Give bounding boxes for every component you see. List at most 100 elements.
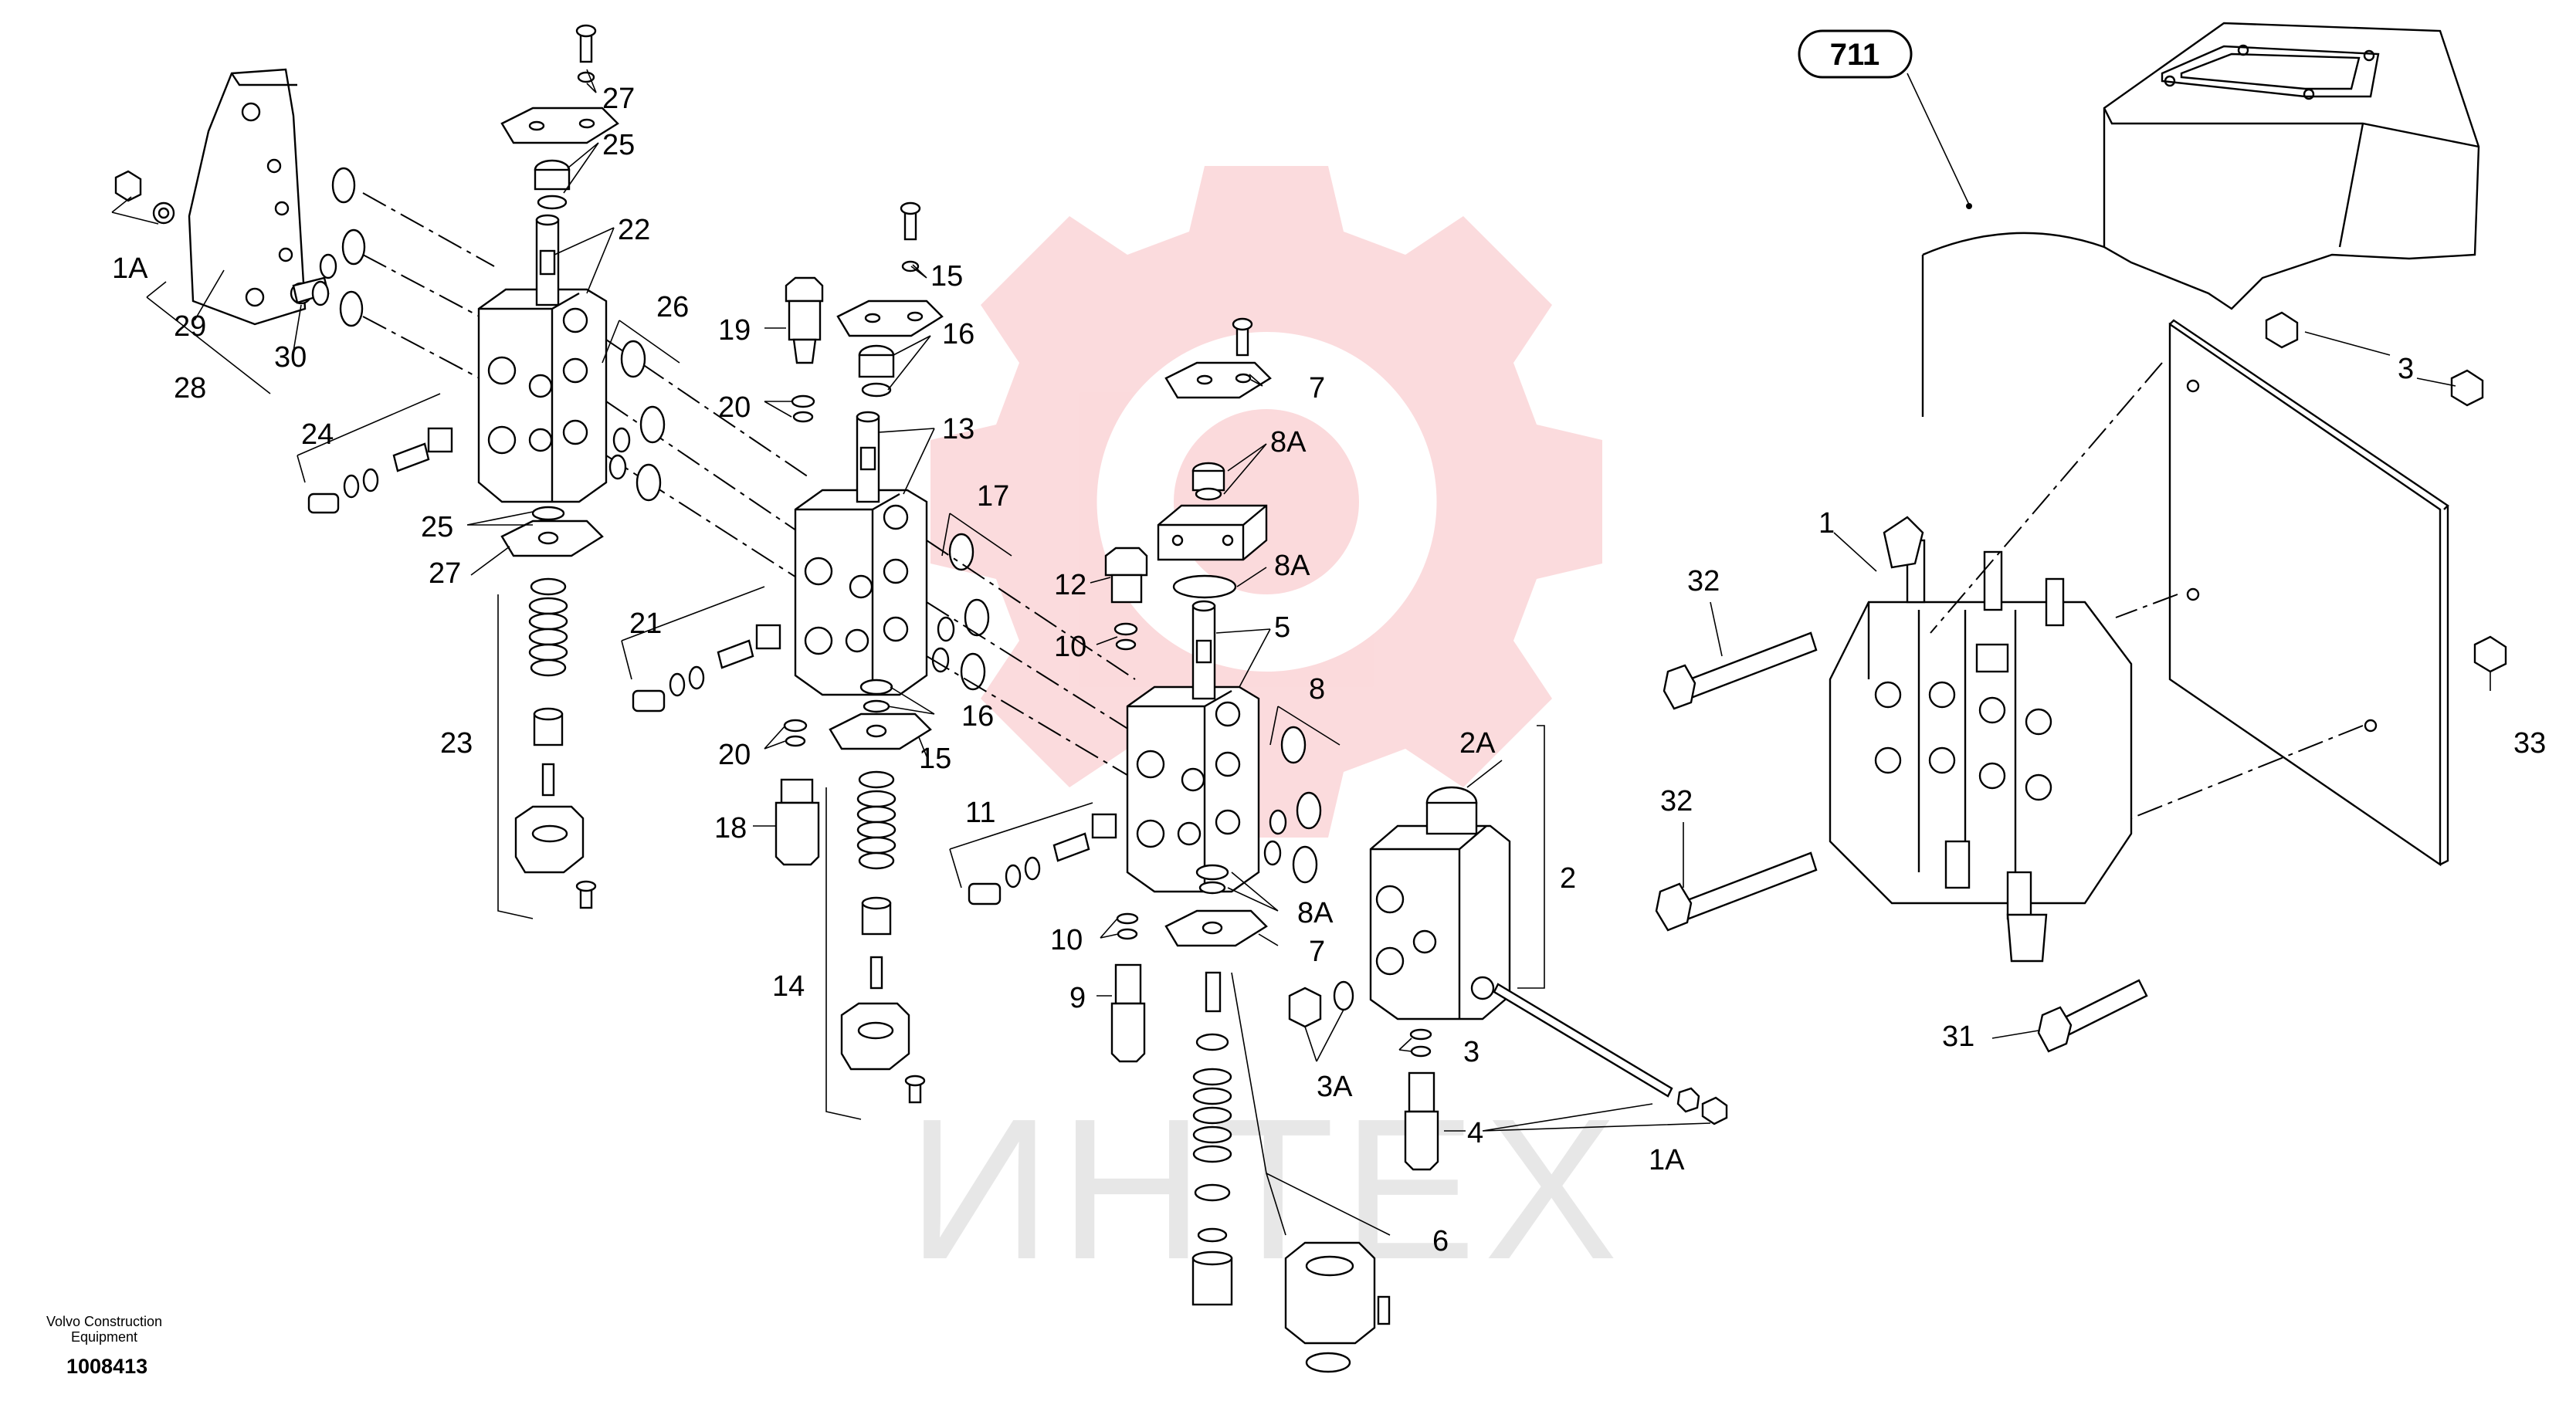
bolts-31-32 [1655,631,2148,1053]
label-25-bottom: 25 [421,511,453,543]
seal-8A-top [1191,462,1225,501]
label-8A-top: 8A [1270,426,1307,459]
flange-plate-15-top [836,300,944,337]
plug-assembly-11 [968,813,1117,905]
document-number: 1008413 [66,1355,148,1378]
o-rings-26 [608,340,666,502]
label-15-bottom: 15 [919,743,951,775]
label-3-right: 3 [2398,353,2414,385]
detent-block-8A [1157,504,1268,561]
callout-711-text: 711 [1830,38,1880,72]
housing-711 [1921,22,2480,417]
label-27-top: 27 [602,83,635,115]
relief-valve-18 [774,719,820,866]
plug-assembly-21 [632,624,781,712]
spool-5 [1191,600,1216,700]
label-19: 19 [718,314,751,347]
label-3-mid: 3 [1463,1036,1480,1068]
label-1A-left: 1A [112,252,148,285]
label-2: 2 [1560,862,1576,895]
label-30: 30 [274,341,307,374]
label-7-top: 7 [1309,372,1325,404]
label-8A-bottom: 8A [1297,897,1334,929]
spool-22 [535,214,560,306]
seal-25-top [534,159,571,210]
label-14: 14 [772,970,805,1003]
label-24: 24 [301,418,334,451]
label-31: 31 [1942,1020,1974,1053]
label-23: 23 [440,727,473,760]
spring-assembly-14 [840,770,926,1104]
label-12: 12 [1054,569,1086,601]
end-cover-2A [1369,786,1511,1020]
o-rings-8 [1263,726,1322,884]
cap-screw-27-top [575,24,597,83]
tie-rod-1A [1493,983,1728,1125]
label-32-bottom: 32 [1660,785,1693,817]
label-32-top: 32 [1687,565,1720,597]
label-22: 22 [618,214,650,246]
label-29: 29 [174,310,206,343]
label-28: 28 [174,372,206,404]
watermark-gear-logo [930,166,1602,838]
label-13: 13 [942,413,974,445]
brand-caption: Volvo Construction Equipment [23,1314,185,1345]
spool-13 [856,411,880,503]
label-16-top: 16 [942,318,974,350]
label-27-bottom: 27 [429,557,461,590]
part-labels: 27 25 22 1A 29 28 30 26 24 25 27 23 19 2… [112,83,2546,1257]
label-18: 18 [714,812,747,844]
callout-711-box [1798,29,1913,79]
label-10-top: 10 [1054,631,1086,663]
plug-3A [1288,980,1354,1028]
flange-plate-15-bottom [829,679,932,750]
watermark-text: ИНТЕХ [907,1078,1625,1301]
flange-plate-7-bottom [1164,864,1268,947]
spring-assembly-23 [514,577,597,909]
valve-4 [1404,1028,1439,1171]
label-25-top: 25 [602,129,635,161]
label-17: 17 [977,480,1009,513]
seal-16-top [858,344,895,398]
label-21: 21 [629,608,662,640]
label-9: 9 [1069,982,1086,1014]
valve-section-22 [477,288,608,503]
label-7-bottom: 7 [1309,936,1325,968]
label-10-bottom: 10 [1050,924,1083,956]
label-33: 33 [2513,727,2546,760]
leader-lines [111,69,2491,1236]
valve-section-13 [794,489,928,696]
brand-line-2: Equipment [70,1329,138,1345]
flange-plate-7-top [1164,361,1272,399]
nuts-3-33 [2265,311,2507,673]
label-8: 8 [1309,673,1325,706]
mounting-bracket-29 [188,68,307,326]
label-1: 1 [1818,507,1835,540]
valve-section-5 [1126,685,1260,893]
label-4: 4 [1467,1117,1483,1149]
label-8A-mid: 8A [1274,550,1310,582]
nut-1A-left [114,170,175,225]
label-16-bottom: 16 [961,700,994,733]
plug-assembly-24 [307,427,453,514]
cap-screw-15-top [900,201,921,272]
o-rings-bracket [311,167,366,327]
label-5: 5 [1274,611,1290,644]
label-11: 11 [965,797,995,829]
label-1A-right: 1A [1649,1144,1685,1176]
flange-plate-27-bottom [500,520,604,557]
valve-9 [1110,912,1146,1063]
label-20-top: 20 [718,391,751,424]
label-15-top: 15 [930,260,963,293]
relief-valve-19 [785,276,824,423]
spring-assembly-6 [1191,971,1391,1373]
label-6: 6 [1432,1225,1449,1257]
plug-12 [1104,547,1148,651]
label-2A: 2A [1459,727,1496,760]
label-20-bottom: 20 [718,739,751,771]
flange-plate-27-top [500,107,619,144]
mounting-plate [2168,319,2449,867]
o-ring-8A [1172,574,1237,599]
brand-line-1: Volvo Construction [46,1314,163,1329]
